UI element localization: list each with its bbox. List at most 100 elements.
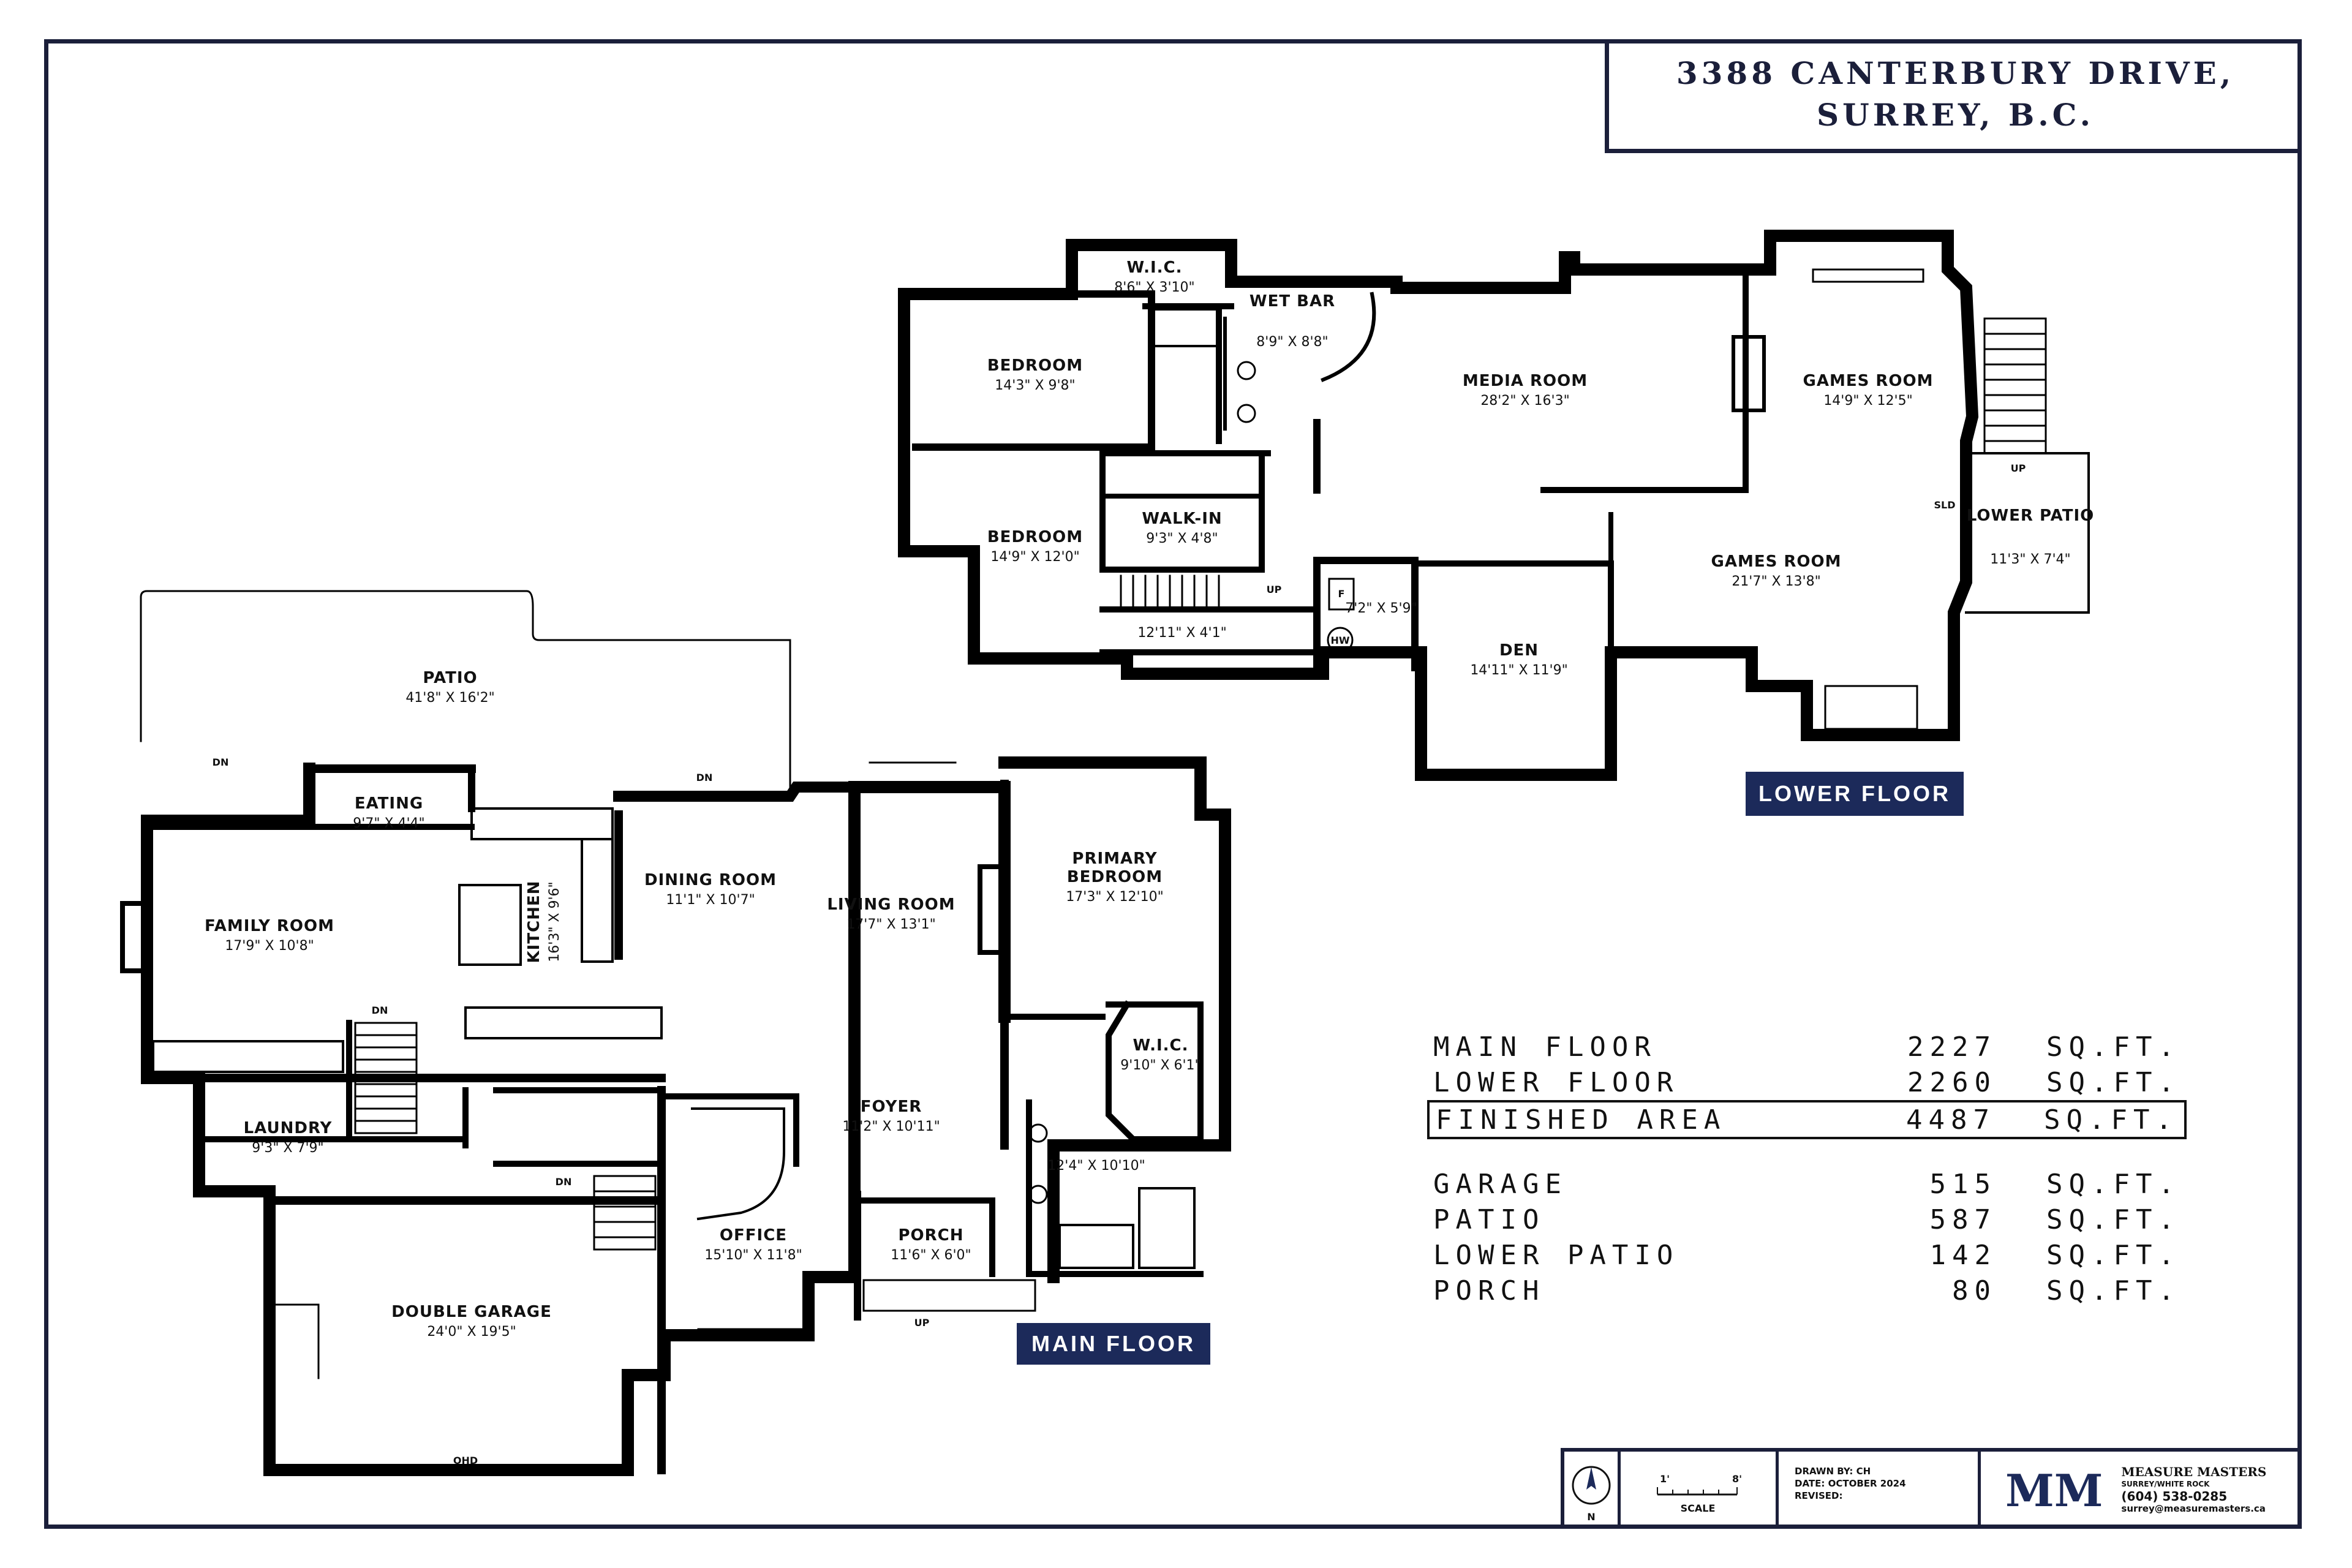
room-dims: 16'3" X 9'6" bbox=[547, 881, 562, 962]
room-label: BEDROOM bbox=[1067, 868, 1163, 886]
office-desk bbox=[691, 1107, 785, 1221]
main-floor-plan bbox=[120, 590, 1231, 1476]
drawn-by: DRAWN BY: CH bbox=[1795, 1466, 1871, 1477]
scale-tick-label: 1' bbox=[1660, 1473, 1670, 1485]
room-dims: 9'7" X 4'4" bbox=[353, 816, 424, 831]
revised: REVISED: bbox=[1795, 1490, 1843, 1501]
address-title-block: 3388 CANTERBURY DRIVE, SURREY, B.C. bbox=[1605, 39, 2302, 153]
area-name: MAIN FLOOR bbox=[1433, 1031, 1657, 1063]
room-label: LAUNDRY bbox=[244, 1119, 333, 1137]
area-unit: SQ.FT. bbox=[2046, 1204, 2180, 1235]
room-dims: 15'10" X 11'8" bbox=[704, 1248, 802, 1263]
area-unit: SQ.FT. bbox=[2046, 1168, 2180, 1200]
kitchen-counter bbox=[581, 838, 614, 963]
room-label: W.I.C. bbox=[1133, 1036, 1189, 1055]
lower-floor-plan bbox=[898, 230, 2090, 781]
area-unit: SQ.FT. bbox=[2046, 1239, 2180, 1271]
room-label: OFFICE bbox=[720, 1226, 787, 1245]
area-unit: SQ.FT. bbox=[2046, 1031, 2180, 1063]
fireplace-icon bbox=[120, 901, 146, 973]
address-line-2: SURREY, B.C. bbox=[1817, 96, 2094, 133]
company-name: MEASURE MASTERS bbox=[2121, 1464, 2267, 1479]
area-value: 2260 bbox=[1907, 1066, 1997, 1098]
room-label: EATING bbox=[355, 794, 423, 813]
area-row: PORCH 80 SQ.FT. bbox=[1433, 1273, 2180, 1308]
stair-dn-label: DN bbox=[213, 756, 229, 768]
room-label: DOUBLE GARAGE bbox=[391, 1303, 552, 1321]
area-row: LOWER PATIO 142 SQ.FT. bbox=[1433, 1237, 2180, 1273]
north-arrow-cell: N bbox=[1564, 1452, 1621, 1529]
area-name: FINISHED AREA bbox=[1436, 1104, 1727, 1136]
room-label: WALK-IN bbox=[1142, 510, 1222, 528]
area-name: LOWER PATIO bbox=[1433, 1239, 1679, 1271]
room-label: BEDROOM bbox=[987, 528, 1083, 546]
area-row: LOWER FLOOR 2260 SQ.FT. bbox=[1433, 1065, 2180, 1100]
company-location: SURREY/WHITE ROCK bbox=[2121, 1480, 2210, 1488]
furnace-label: F bbox=[1338, 588, 1345, 600]
drawn-by-cell: DRAWN BY: CH DATE: OCTOBER 2024 REVISED: bbox=[1779, 1452, 1981, 1529]
main-floor-outer-wall bbox=[613, 782, 1010, 802]
room-dims: 14'9" X 12'5" bbox=[1823, 393, 1912, 409]
room-label: W.I.C. bbox=[1127, 258, 1183, 277]
room-dims: 7'2" X 5'9" bbox=[1345, 601, 1417, 616]
lower-floor-labels: W.I.C. 8'6" X 3'10" WET BAR 8'9" X 8'8" … bbox=[987, 258, 2094, 678]
water-heater-icon bbox=[1327, 627, 1354, 654]
bathtub-icon bbox=[1150, 308, 1220, 347]
garage-door-label: OHD bbox=[453, 1455, 478, 1466]
scale-bar-icon: 1' 8' SCALE bbox=[1657, 1473, 1742, 1514]
sink-icon bbox=[1028, 1123, 1048, 1143]
room-label: FOYER bbox=[861, 1098, 922, 1116]
room-dims: 9'3" X 7'9" bbox=[252, 1140, 323, 1156]
lower-floor-badge: LOWER FLOOR bbox=[1746, 772, 1964, 816]
room-dims: 11'1" X 10'7" bbox=[666, 892, 755, 908]
shower-icon bbox=[1138, 1187, 1196, 1269]
finished-area-row: FINISHED AREA 4487 SQ.FT. bbox=[1427, 1100, 2187, 1139]
patio-outline bbox=[140, 590, 791, 797]
stair-dn-label: DN bbox=[372, 1005, 388, 1016]
room-label: LIVING ROOM bbox=[827, 895, 955, 914]
room-dims: 9'3" X 4'8" bbox=[1146, 531, 1218, 546]
room-dims: 17'3" X 12'10" bbox=[1066, 889, 1163, 905]
room-dims: 14'9" X 12'0" bbox=[990, 549, 1079, 565]
room-label: WET BAR bbox=[1250, 292, 1335, 311]
area-value: 4487 bbox=[1906, 1104, 1996, 1136]
room-dims: 24'0" X 19'5" bbox=[427, 1324, 516, 1340]
area-value: 2227 bbox=[1907, 1031, 1997, 1063]
room-label: PATIO bbox=[423, 669, 477, 687]
room-dims: 21'7" X 13'8" bbox=[1732, 574, 1820, 589]
room-label: PRIMARY bbox=[1072, 850, 1157, 868]
stair-up-label: UP bbox=[2011, 462, 2026, 474]
fireplace-icon bbox=[978, 864, 1007, 955]
scale-cell: 1' 8' SCALE bbox=[1621, 1452, 1779, 1529]
stair-dn-label: DN bbox=[696, 772, 713, 783]
room-dims: 17'9" X 10'8" bbox=[225, 938, 314, 954]
area-name: PORCH bbox=[1433, 1275, 1545, 1306]
drawn-date: DATE: OCTOBER 2024 bbox=[1795, 1478, 1906, 1489]
room-label: DINING ROOM bbox=[644, 871, 777, 889]
area-value: 80 bbox=[1952, 1275, 1997, 1306]
room-dims: 11'2" X 10'11" bbox=[842, 1119, 940, 1134]
room-label: GAMES ROOM bbox=[1711, 552, 1842, 571]
kitchen-counter bbox=[470, 807, 614, 840]
company-info: MEASURE MASTERS SURREY/WHITE ROCK (604) … bbox=[2121, 1466, 2266, 1515]
area-value: 142 bbox=[1929, 1239, 1997, 1271]
title-block-footer: N 1' 8' SCALE DRAWN BY: CH DATE: OCTOBER… bbox=[1561, 1448, 2302, 1529]
address-line-1: 3388 CANTERBURY DRIVE, bbox=[1676, 55, 2235, 91]
area-summary-table: MAIN FLOOR 2227 SQ.FT. LOWER FLOOR 2260 … bbox=[1427, 1029, 2187, 1308]
lower-stair bbox=[1120, 575, 1220, 608]
area-name: GARAGE bbox=[1433, 1168, 1567, 1200]
bathtub-icon bbox=[1058, 1224, 1134, 1269]
room-dims: 8'9" X 8'8" bbox=[1256, 334, 1328, 350]
room-dims: 17'7" X 13'1" bbox=[846, 917, 935, 932]
main-floor-labels: PATIO 41'8" X 16'2" EATING 9'7" X 4'4" F… bbox=[205, 669, 1201, 1466]
area-unit: SQ.FT. bbox=[2044, 1104, 2178, 1136]
drawing-frame bbox=[44, 39, 2302, 1529]
stair-up-label: UP bbox=[1267, 584, 1282, 595]
scale-tick-label: 8' bbox=[1732, 1473, 1742, 1485]
area-name: LOWER FLOOR bbox=[1433, 1066, 1679, 1098]
north-label: N bbox=[1587, 1511, 1595, 1523]
furnace-icon bbox=[1328, 578, 1355, 611]
sliding-door-label: SLD bbox=[1934, 499, 1956, 511]
stair-dn-label: DN bbox=[556, 1176, 572, 1188]
garage-side-door bbox=[271, 1303, 320, 1379]
